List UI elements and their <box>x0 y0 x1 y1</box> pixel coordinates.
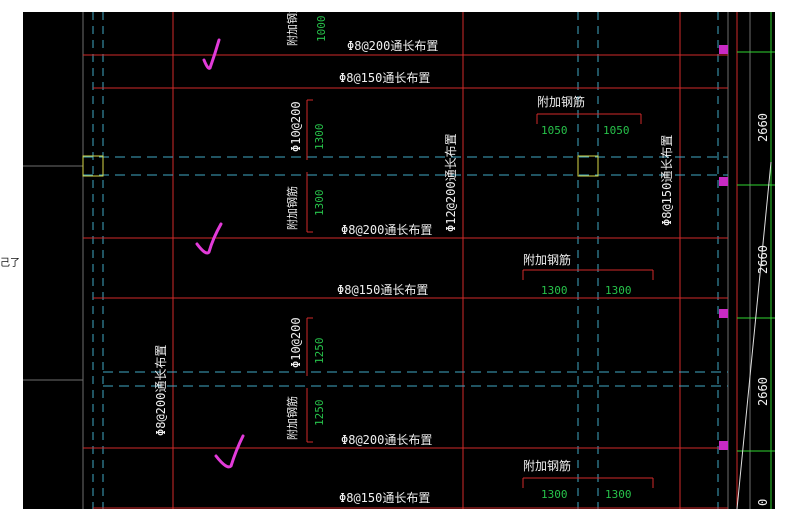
dim-1250-lower: 1250 <box>313 400 326 427</box>
right-dim-2660-1: 2660 <box>756 113 770 142</box>
rebar-note-2: Φ8@150通长布置 <box>339 71 430 85</box>
pair-bracket-top <box>536 113 642 124</box>
vertical-rebar-right: Φ8@150通长布置 <box>660 135 674 226</box>
pair-bottom-right: 1300 <box>605 488 632 501</box>
right-dimension-lines <box>736 51 775 509</box>
dim-1250-top: 1250 <box>313 338 326 365</box>
pair-bracket-mid <box>522 269 654 280</box>
stirrup-label-mid: Φ10@200 <box>289 317 303 368</box>
pair-mid-left: 1300 <box>541 284 568 297</box>
right-dim-2660-2: 2660 <box>756 245 770 274</box>
rebar-note-1: Φ8@200通长布置 <box>347 39 438 53</box>
dim-1300-lower: 1300 <box>313 190 326 217</box>
vertical-rebar-left: Φ8@200通长布置 <box>154 345 168 436</box>
rebar-note-5: Φ8@200通长布置 <box>341 433 432 447</box>
additional-rebar-vertical-1: 附加钢筋 <box>285 186 299 230</box>
right-dim-bottom: 0 <box>756 499 770 506</box>
axis-dashes <box>83 156 728 387</box>
horizontal-beams <box>23 54 728 509</box>
rebar-note-6: Φ8@150通长布置 <box>339 491 430 505</box>
pair-mid-right: 1300 <box>605 284 632 297</box>
dim-1300-top: 1300 <box>313 124 326 151</box>
pair-top-left: 1050 <box>541 124 568 137</box>
top-additional-rebar-label: 附加钢筋 <box>285 12 299 46</box>
column-marker-right <box>577 155 599 177</box>
top-dimension-1000: 1000 <box>315 16 328 43</box>
left-note-text: 己了 <box>0 258 20 269</box>
vertical-lines <box>82 12 772 509</box>
vertical-rebar-mid: Φ12@200通长布置 <box>444 133 458 232</box>
additional-rebar-group-top: 附加钢筋 <box>537 94 585 109</box>
magenta-blocks <box>719 45 728 450</box>
column-marker-left <box>82 155 104 177</box>
pair-bottom-left: 1300 <box>541 488 568 501</box>
check-mark-1 <box>202 38 221 70</box>
pair-bracket-bottom <box>522 477 654 488</box>
right-dim-2660-3: 2660 <box>756 377 770 406</box>
check-mark-3 <box>214 434 245 469</box>
additional-rebar-vertical-2: 附加钢筋 <box>285 396 299 440</box>
bracket-lines <box>306 99 313 443</box>
rebar-note-4: Φ8@150通长布置 <box>337 283 428 297</box>
pair-top-right: 1050 <box>603 124 630 137</box>
additional-rebar-group-bottom: 附加钢筋 <box>523 458 571 473</box>
rebar-note-3: Φ8@200通长布置 <box>341 223 432 237</box>
additional-rebar-group-mid: 附加钢筋 <box>523 252 571 267</box>
left-panel: 己了 <box>0 0 23 521</box>
check-mark-2 <box>195 222 223 255</box>
stirrup-label-top: Φ10@200 <box>289 101 303 152</box>
cad-drawing-canvas[interactable]: 附加钢筋 1000 Φ8@200通长布置 Φ8@150通长布置 Φ8@200通长… <box>23 12 775 509</box>
